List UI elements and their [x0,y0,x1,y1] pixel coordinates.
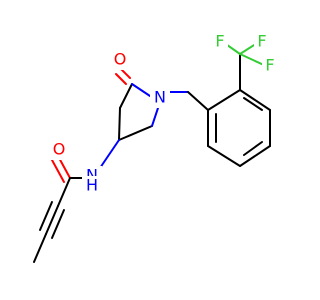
label-bg-f-far-right [262,56,278,76]
atom-label-f-far-right: F [265,56,274,75]
label-bg-o-amide [50,140,68,160]
bond-alkyne-triple-2 [39,201,53,231]
bond-alkyne-triple-1 [45,205,59,235]
atom-label-f-right: F [257,32,266,51]
atom-label-n-ring: N [154,88,166,107]
bond-carbonyl-alkyne [57,177,71,207]
bond-ch2-aryl [187,91,209,111]
atom-label-n-amide: N [86,166,98,185]
bond-c5-c4 [119,83,133,109]
bond-amide-co-double-2 [51,159,65,183]
bond-lines [33,39,271,263]
bond-c5-o-double-2 [115,73,127,85]
bond-alkyne-methyl [33,233,47,263]
atom-label-h-amide: H [86,176,98,195]
label-bg-f-right [254,32,270,52]
label-bg-f-left [212,32,228,52]
bond-c2-n1 [151,107,159,127]
atom-label-o-amide: O [53,140,66,159]
bond-ar4-ar5 [239,145,271,167]
bond-c3-nh [99,139,120,169]
label-bg-n-ring [150,88,170,108]
bond-ar-inner-2 [243,141,263,156]
bond-c3-c2 [118,125,153,141]
atom-label-o-ring: O [114,50,127,69]
bond-c4-c3 [118,107,121,141]
bond-ar-inner-1 [243,97,263,111]
atom-label-f-left: F [215,32,224,51]
bond-ar5-ar6 [207,145,241,167]
bond-alkyne-triple-3 [51,209,65,239]
bond-n1-c5 [131,83,151,97]
bond-cf3-f-far-right [239,53,267,67]
molecule-structure: O N N H O F F F [33,31,278,263]
label-bg-o [111,50,129,70]
bond-ar1-ar2 [207,89,241,111]
bond-ar2-ar3 [239,89,271,111]
atom-labels: O N N H O F F F [50,32,278,196]
label-bg-h-amide [82,176,102,196]
